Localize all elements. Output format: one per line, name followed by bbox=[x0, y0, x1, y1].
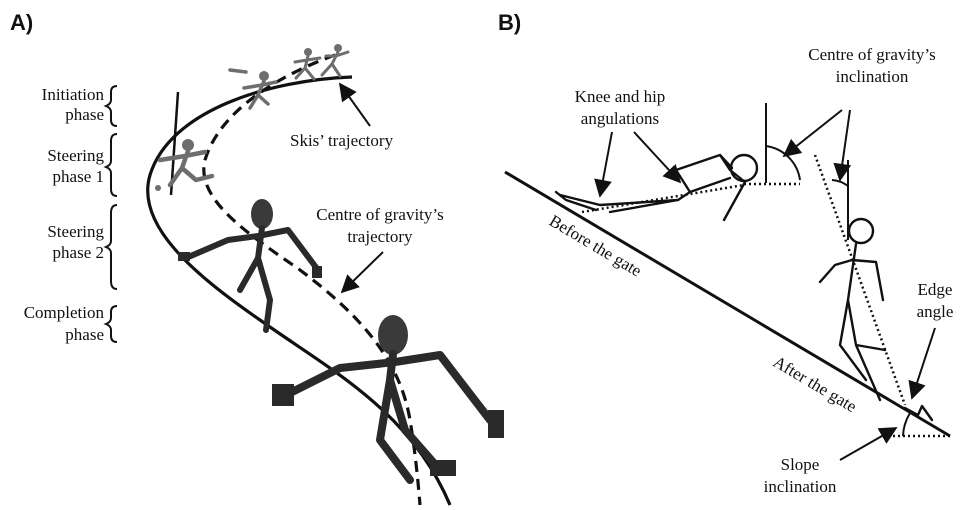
knee-hip-label-line1: Knee and hip bbox=[575, 87, 666, 106]
slope-inclination-arrow bbox=[840, 428, 896, 460]
phase-label-line2: phase 1 bbox=[53, 167, 104, 186]
phase-label-line1: Steering bbox=[47, 146, 104, 165]
phase-steering-1: Steering phase 1 bbox=[47, 134, 117, 196]
panel-a: A) Initiation phase Steering phase 1 Ste… bbox=[10, 10, 504, 505]
cog-trajectory-line bbox=[204, 55, 420, 505]
slope-inclination-label-line1: Slope bbox=[781, 455, 820, 474]
skis-trajectory-label: Skis’ trajectory bbox=[290, 131, 394, 150]
knee-hip-label-line2: angulations bbox=[581, 109, 659, 128]
body-axis-after bbox=[815, 155, 905, 405]
cog-trajectory-label-line2: trajectory bbox=[347, 227, 413, 246]
skier-figure-4 bbox=[178, 199, 322, 330]
inclination-arc-before bbox=[766, 146, 800, 180]
after-gate-label: After the gate bbox=[770, 352, 860, 416]
phase-brace bbox=[106, 86, 117, 126]
skis-trajectory-arrow bbox=[340, 84, 370, 126]
body-axis-before bbox=[582, 185, 744, 212]
phase-label-line1: Completion bbox=[24, 303, 105, 322]
knee-hip-arrow-2 bbox=[634, 132, 680, 182]
phase-steering-2: Steering phase 2 bbox=[47, 205, 117, 289]
phase-label-line2: phase bbox=[65, 325, 104, 344]
skier-head bbox=[731, 155, 757, 181]
phase-brace bbox=[106, 205, 117, 289]
phase-label-line2: phase bbox=[65, 105, 104, 124]
cog-inclination-label-line2: inclination bbox=[836, 67, 909, 86]
phase-brace bbox=[106, 134, 117, 196]
skier-head bbox=[849, 219, 873, 243]
skier-figure-5 bbox=[272, 315, 504, 480]
cog-trajectory-label-line1: Centre of gravity’s bbox=[316, 205, 443, 224]
cog-inclination-label-line1: Centre of gravity’s bbox=[808, 45, 935, 64]
phase-initiation: Initiation phase bbox=[42, 85, 117, 126]
cog-inclination-arrow-1 bbox=[784, 110, 842, 156]
phase-label-line2: phase 2 bbox=[53, 243, 104, 262]
edge-angle-arrow bbox=[912, 328, 935, 398]
panel-b: B) Before the gate After the gate bbox=[498, 10, 953, 496]
knee-hip-arrow-1 bbox=[600, 132, 612, 196]
skier-figure-1 bbox=[295, 44, 348, 79]
edge-angle-label-line2: angle bbox=[917, 302, 954, 321]
skier-after-gate bbox=[820, 219, 885, 400]
cog-trajectory-arrow bbox=[342, 252, 383, 292]
phase-brace bbox=[106, 306, 117, 342]
slope-inclination-label-line2: inclination bbox=[764, 477, 837, 496]
phase-completion: Completion phase bbox=[24, 303, 117, 344]
edge-angle-label-line1: Edge bbox=[918, 280, 953, 299]
panel-b-label: B) bbox=[498, 10, 521, 35]
panel-a-label: A) bbox=[10, 10, 33, 35]
inclination-arc-after bbox=[832, 180, 848, 186]
slope-angle-arc bbox=[903, 413, 910, 436]
phase-label-line1: Steering bbox=[47, 222, 104, 241]
phase-label-line1: Initiation bbox=[42, 85, 105, 104]
